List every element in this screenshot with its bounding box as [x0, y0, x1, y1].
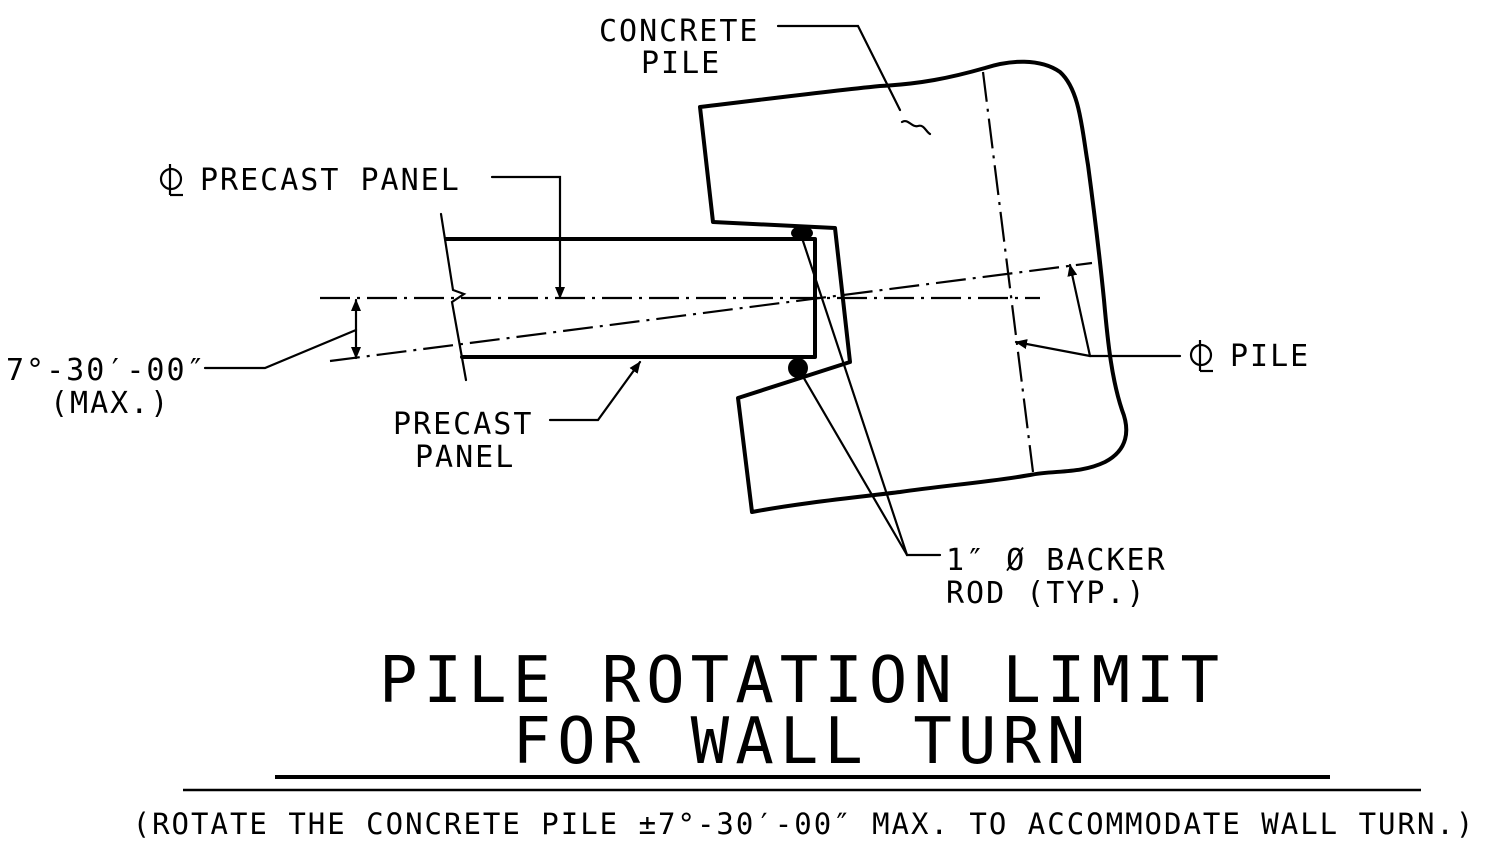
- backer-rod-top: [791, 226, 813, 240]
- pile-centerline: [981, 71, 1035, 473]
- leader-backer-rod-2: [796, 366, 909, 557]
- label-cl-pile: PILE: [1230, 339, 1310, 374]
- label-backer-rod-line2: ROD (TYP.): [946, 576, 1147, 611]
- panel-break-line: [439, 212, 468, 382]
- label-concrete-line1: CONCRETE: [599, 14, 760, 49]
- rotation-note: (ROTATE THE CONCRETE PILE ±7°-30′-00″ MA…: [133, 807, 1476, 841]
- leader-cl-precast-panel: [490, 175, 565, 300]
- label-angle-value: 7°-30′-00″: [6, 353, 207, 388]
- rotated-centerline: [329, 261, 1093, 363]
- leader-cl-pile-3: [1067, 263, 1092, 358]
- leader-angle: [203, 328, 358, 370]
- centerline-symbol-icon: [159, 164, 183, 197]
- leader-concrete-pile: [776, 24, 902, 112]
- label-backer-rod-line1: 1″ Ø BACKER: [946, 543, 1167, 578]
- leader-cl-pile-2: [1014, 339, 1092, 358]
- leader-backer-rod: [800, 236, 942, 557]
- label-cl-precast-panel: PRECAST PANEL: [200, 163, 461, 198]
- title-line2: FOR WALL TURN: [513, 705, 1092, 779]
- concrete-pile-outline: [698, 59, 1129, 514]
- label-precast-line2: PANEL: [415, 440, 515, 475]
- label-precast-line1: PRECAST: [393, 407, 533, 442]
- centerline-symbol-icon: [1189, 340, 1213, 373]
- label-concrete-line2: PILE: [641, 46, 721, 81]
- label-angle-max: (MAX.): [50, 386, 170, 421]
- leader-squiggle: [900, 120, 932, 136]
- leader-precast-panel: [548, 360, 642, 422]
- title-line1: PILE ROTATION LIMIT: [379, 644, 1225, 718]
